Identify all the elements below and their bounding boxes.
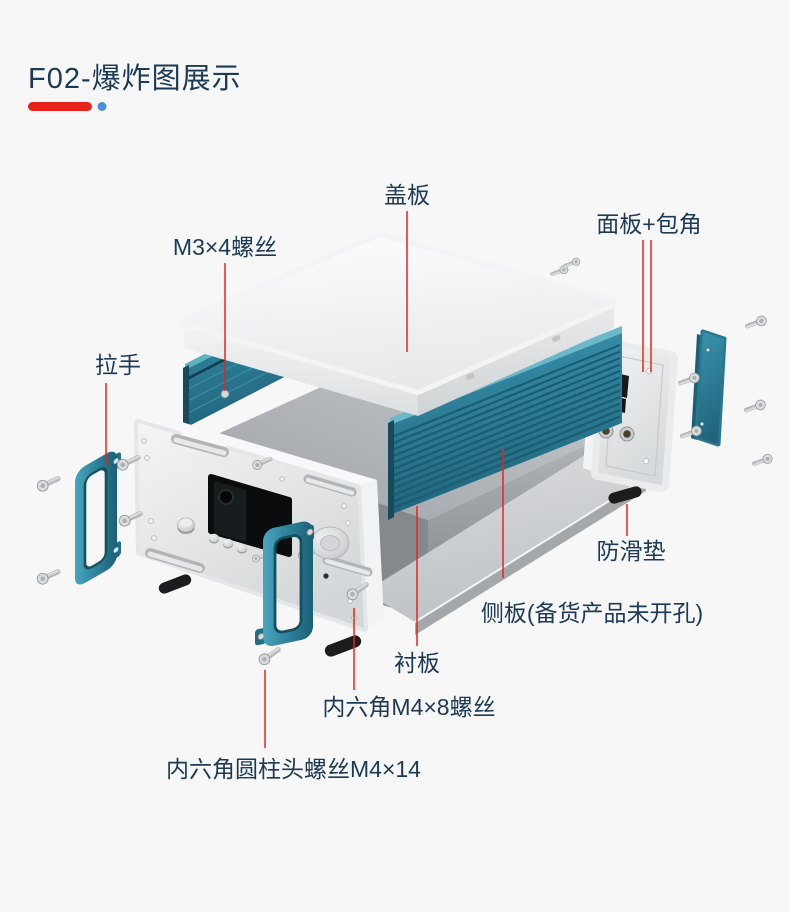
leader-lines — [105, 211, 652, 748]
panel-slots — [145, 434, 373, 577]
label-m3x4-screws: M3×4螺丝 — [173, 234, 277, 260]
screw-icon — [743, 314, 769, 332]
label-hex-m4x8: 内六角M4×8螺丝 — [322, 694, 495, 720]
antislip-foot — [608, 486, 642, 504]
cover-plate — [179, 232, 619, 416]
label-liner-plate: 衬板 — [394, 650, 440, 676]
antislip-foot — [324, 635, 362, 657]
screw-icon — [742, 398, 768, 416]
antislip-feet — [158, 486, 642, 657]
page-title: F02-爆炸图展示 — [28, 62, 242, 95]
screw-icon — [35, 565, 63, 587]
label-front-panel-corners: 面板+包角 — [596, 211, 701, 237]
title-accent-dot — [97, 102, 107, 111]
m3-screw-head — [220, 389, 230, 399]
label-side-panel: 侧板(备货产品未开孔) — [481, 600, 703, 626]
label-handle: 拉手 — [95, 352, 141, 378]
fin-lines — [391, 344, 621, 510]
screw-icon — [35, 472, 63, 494]
page-header: F02-爆炸图展示 — [28, 62, 242, 111]
antislip-foot — [158, 574, 192, 594]
label-hex-cap-m4x14: 内六角圆柱头螺丝M4×14 — [166, 756, 421, 782]
corner-wrap-plate — [691, 329, 727, 447]
display-lens — [218, 489, 234, 505]
panel-buttons[interactable] — [209, 533, 247, 554]
handle-front — [255, 521, 314, 647]
callout-labels: 盖板 面板+包角 M3×4螺丝 拉手 防滑垫 侧板(备货产品未开孔) 衬板 内六… — [95, 182, 703, 782]
label-antislip-pad: 防滑垫 — [597, 538, 666, 564]
title-accent-bar — [28, 102, 92, 111]
handle-left — [75, 451, 121, 585]
label-cover-plate: 盖板 — [384, 182, 430, 208]
screw-icon — [750, 452, 774, 470]
screw-icon — [256, 643, 284, 668]
